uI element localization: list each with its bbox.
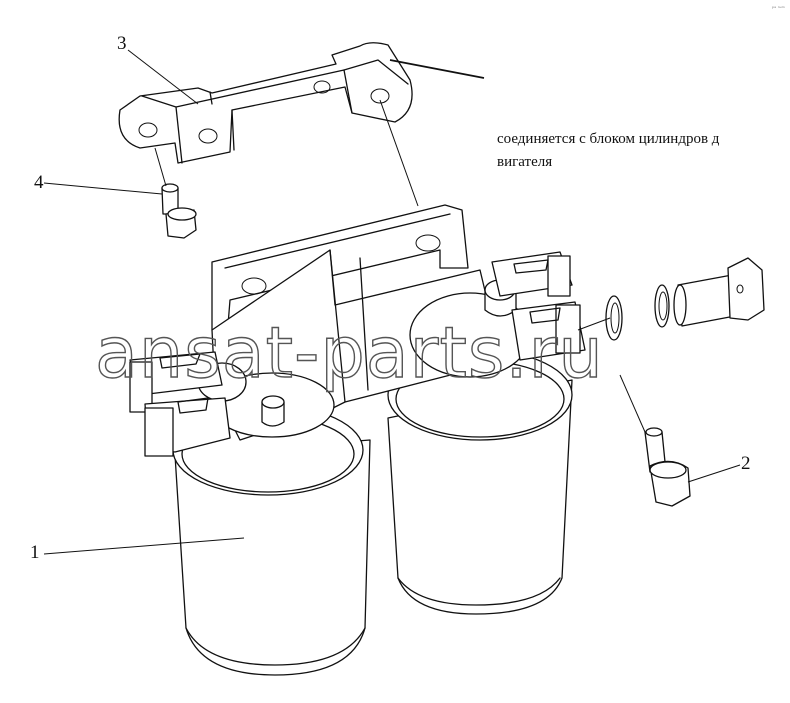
- watermark: ansat-parts.ru: [95, 312, 604, 394]
- bracket-hole-icon: [370, 88, 390, 104]
- callout-1: 1: [30, 542, 40, 563]
- bolt-hole-icon: [736, 284, 744, 294]
- bolt-4: [161, 183, 197, 239]
- mounting-bracket: [118, 42, 413, 164]
- note-text-line-2: вигателя: [497, 154, 552, 170]
- bracket-hole-icon: [198, 128, 218, 144]
- mount-hole-icon: [241, 277, 267, 295]
- banjo-fitting-right-lower: [511, 301, 586, 361]
- filter-canister-right: [387, 349, 573, 615]
- bracket-hole-icon: [313, 80, 331, 94]
- note-text-line-1: соединяется с блоком цилиндров д: [497, 131, 720, 147]
- banjo-fitting-left-lower: [144, 397, 231, 457]
- assembly-lines: [154, 99, 646, 433]
- mount-hole-icon: [415, 234, 441, 252]
- bolt-2: [644, 427, 691, 507]
- sealing-washer-2: [654, 284, 670, 328]
- filter-head-block: [197, 204, 531, 441]
- sealing-washer-1: [605, 295, 623, 341]
- callout-4: 4: [34, 172, 44, 193]
- bracket-hole-icon: [138, 122, 158, 138]
- leader-lines: [43, 49, 741, 555]
- corner-mark: ᵖᵃ ⁿᵘᵐ: [772, 6, 785, 12]
- banjo-bolt: [673, 257, 765, 327]
- banjo-fitting-left-upper: [129, 351, 223, 413]
- callout-3: 3: [117, 33, 127, 54]
- callout-2: 2: [741, 453, 751, 474]
- banjo-fitting-right-upper: [491, 251, 573, 297]
